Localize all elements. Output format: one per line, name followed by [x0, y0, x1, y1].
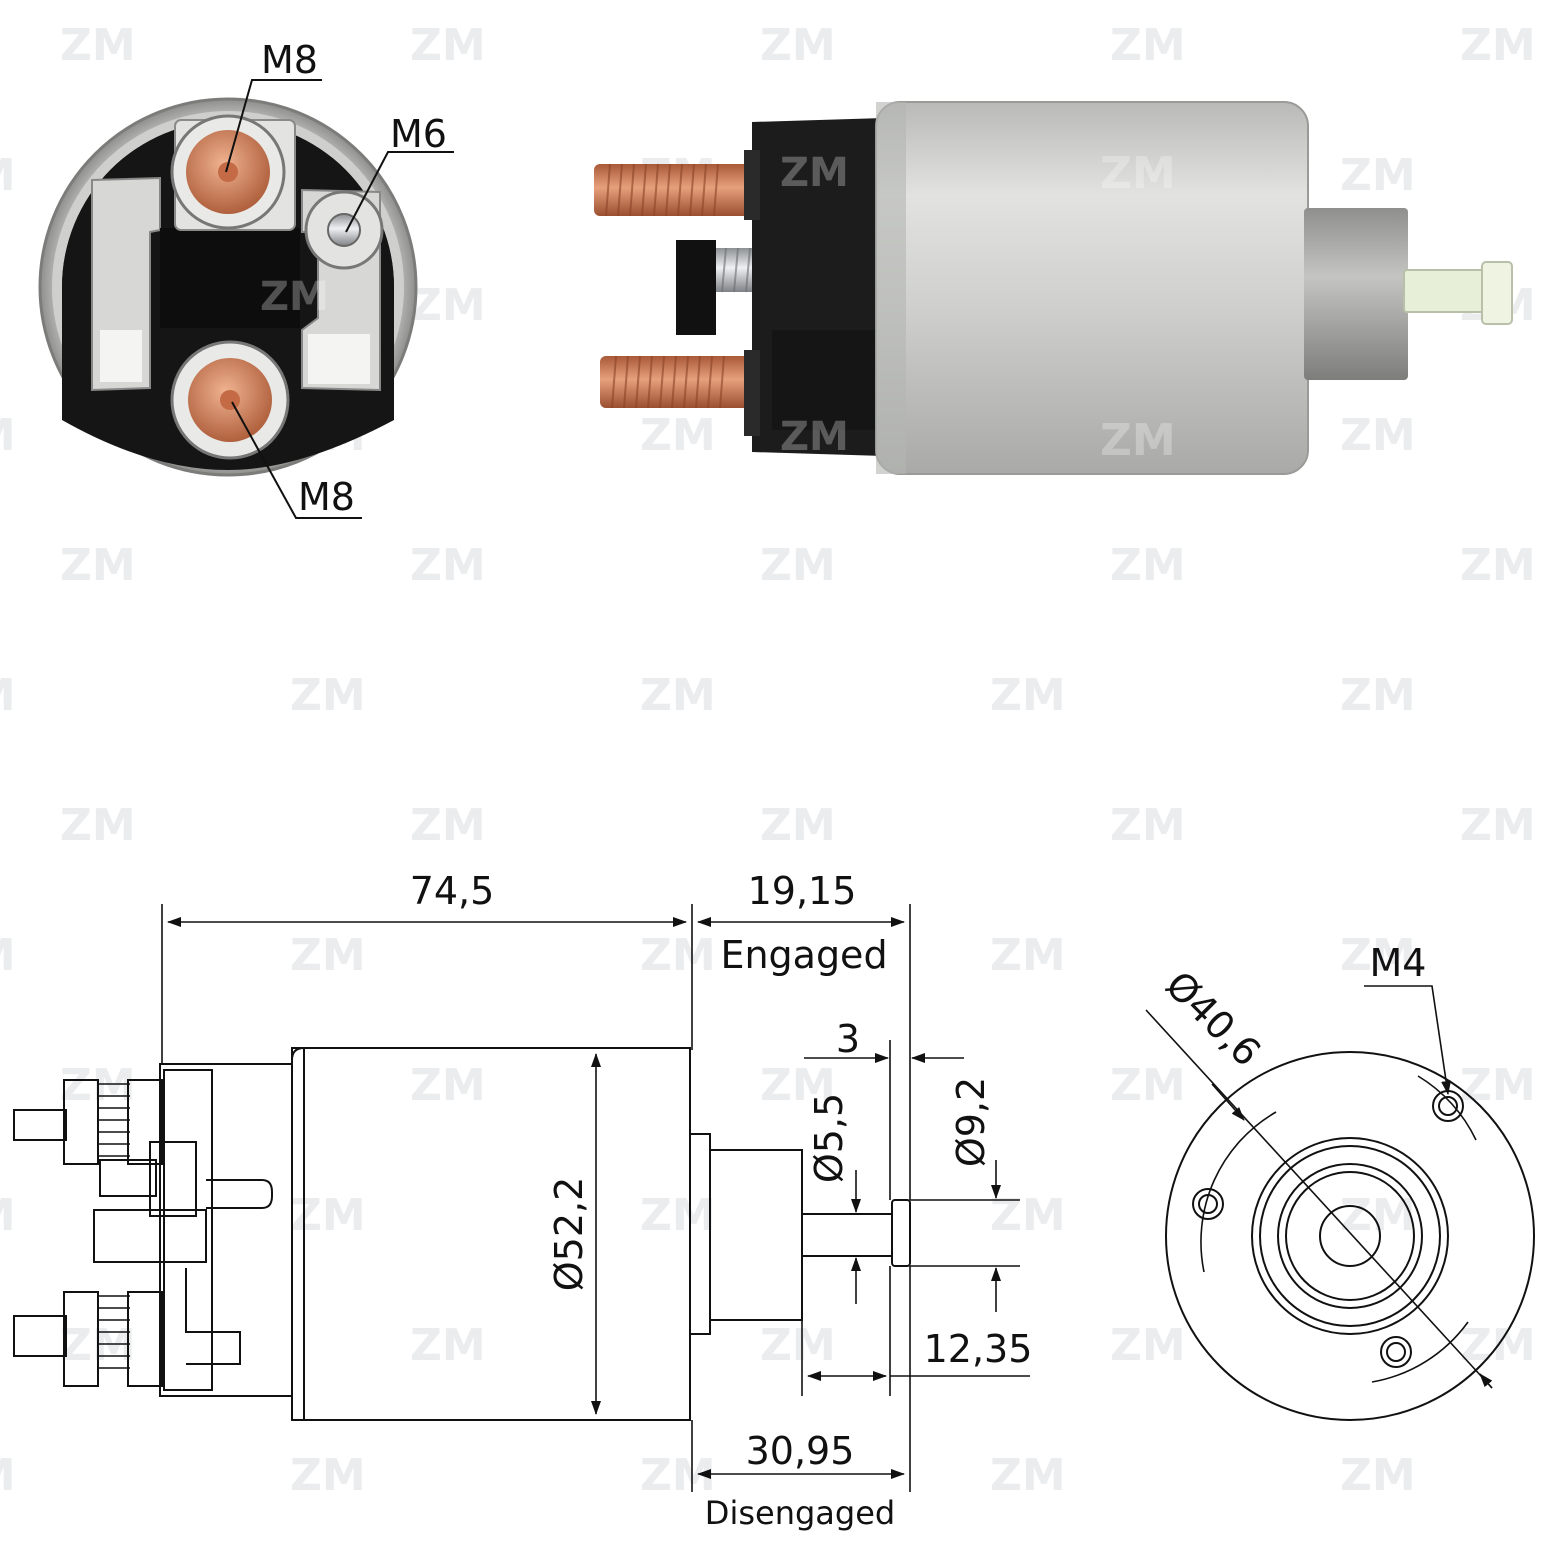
dim-disengaged-travel: 30,95 — [746, 1429, 855, 1473]
dim-rod-length: 12,35 — [924, 1327, 1033, 1371]
label-bottom-stud: M8 — [298, 475, 355, 519]
watermark-text: ZM — [1460, 800, 1536, 851]
label-engaged: Engaged — [720, 933, 887, 977]
watermark-text: ZM — [990, 1190, 1066, 1241]
side-dimension-drawing — [13, 1047, 911, 1421]
watermark-text: ZM — [0, 930, 16, 981]
dim-mount-thread: M4 — [1370, 941, 1427, 985]
dim-body-length: 74,5 — [410, 869, 495, 913]
watermark-text: ZM — [60, 20, 136, 71]
dim-rod-diameter: Ø5,5 — [807, 1093, 851, 1183]
watermark-text: ZM — [410, 1060, 486, 1111]
end-view-dimension-lines — [1145, 985, 1493, 1389]
watermark-text: ZM — [990, 670, 1066, 721]
watermark-text: ZM — [410, 540, 486, 591]
watermark-text: ZM — [290, 1450, 366, 1501]
side-dimension-labels: 74,5 19,15 Engaged 3 Ø52,2 Ø5,5 Ø9,2 12,… — [410, 869, 1033, 1532]
watermark-text: ZM — [640, 410, 716, 461]
watermark-text: ZM — [0, 1190, 16, 1241]
label-disengaged: Disengaged — [705, 1494, 895, 1532]
watermark-text: ZM — [640, 670, 716, 721]
watermark-text: ZM — [1110, 1060, 1186, 1111]
svg-text:ZM: ZM — [780, 150, 849, 196]
watermark-text: ZM — [1110, 540, 1186, 591]
dim-engaged-travel: 19,15 — [748, 869, 857, 913]
watermark-text: ZM — [1340, 930, 1416, 981]
dim-head-diameter: Ø9,2 — [949, 1077, 993, 1167]
watermark-text: ZM — [760, 1320, 836, 1371]
svg-text:ZM: ZM — [780, 414, 849, 460]
watermark-text: ZM — [1340, 1450, 1416, 1501]
watermark-text: ZM — [0, 410, 16, 461]
dim-body-diameter: Ø52,2 — [547, 1177, 591, 1292]
watermark-text: ZM — [760, 1060, 836, 1111]
watermark-text: ZM — [640, 1190, 716, 1241]
watermark-text: ZM — [1460, 540, 1536, 591]
watermark-text: ZM — [1460, 20, 1536, 71]
watermark-text: ZM — [760, 20, 836, 71]
dim-bolt-circle: Ø40,6 — [1157, 963, 1269, 1075]
watermark-text: ZM — [410, 20, 486, 71]
watermark-text: ZM — [640, 930, 716, 981]
watermark-text: ZM — [290, 1190, 366, 1241]
side-dimension-lines — [161, 904, 1030, 1492]
watermark-text: ZM — [990, 1450, 1066, 1501]
watermark-text: ZM — [1340, 150, 1416, 201]
watermark-text: ZM — [760, 800, 836, 851]
watermark-text: ZM — [290, 670, 366, 721]
watermark-text: ZM — [410, 280, 486, 331]
svg-text:ZM: ZM — [1100, 148, 1176, 199]
watermark-text: ZM — [1110, 20, 1186, 71]
watermark-text: ZM — [990, 930, 1066, 981]
watermark-text: ZM — [1340, 410, 1416, 461]
copper-stud-upper — [594, 163, 754, 217]
end-view-drawing — [1165, 1051, 1535, 1421]
svg-text:ZM: ZM — [260, 274, 329, 320]
watermark-text: ZM — [0, 670, 16, 721]
watermark-text: ZM — [410, 1320, 486, 1371]
watermark-text: ZM — [760, 540, 836, 591]
watermark-text: ZM — [1110, 800, 1186, 851]
front-view-callouts: M8 M6 M8 — [225, 38, 454, 519]
watermark-text: ZM — [290, 930, 366, 981]
watermark-text: ZM — [60, 540, 136, 591]
label-small-stud: M6 — [390, 112, 447, 156]
watermark-text: ZM — [60, 800, 136, 851]
watermark-text: ZM — [410, 800, 486, 851]
front-view-photo: ZM — [38, 97, 418, 477]
dim-plunger-step: 3 — [836, 1017, 860, 1061]
svg-text:ZM: ZM — [1100, 415, 1176, 466]
watermark-text: ZM — [1110, 1320, 1186, 1371]
watermark-text: ZM — [1340, 670, 1416, 721]
label-top-stud: M8 — [261, 38, 318, 82]
watermark-text: ZM — [0, 1450, 16, 1501]
copper-stud-lower — [600, 355, 758, 409]
watermark-text: ZM — [0, 150, 16, 201]
side-view-photo: ZM ZM ZM ZM — [594, 101, 1513, 475]
watermark-text: ZM — [1460, 1060, 1536, 1111]
